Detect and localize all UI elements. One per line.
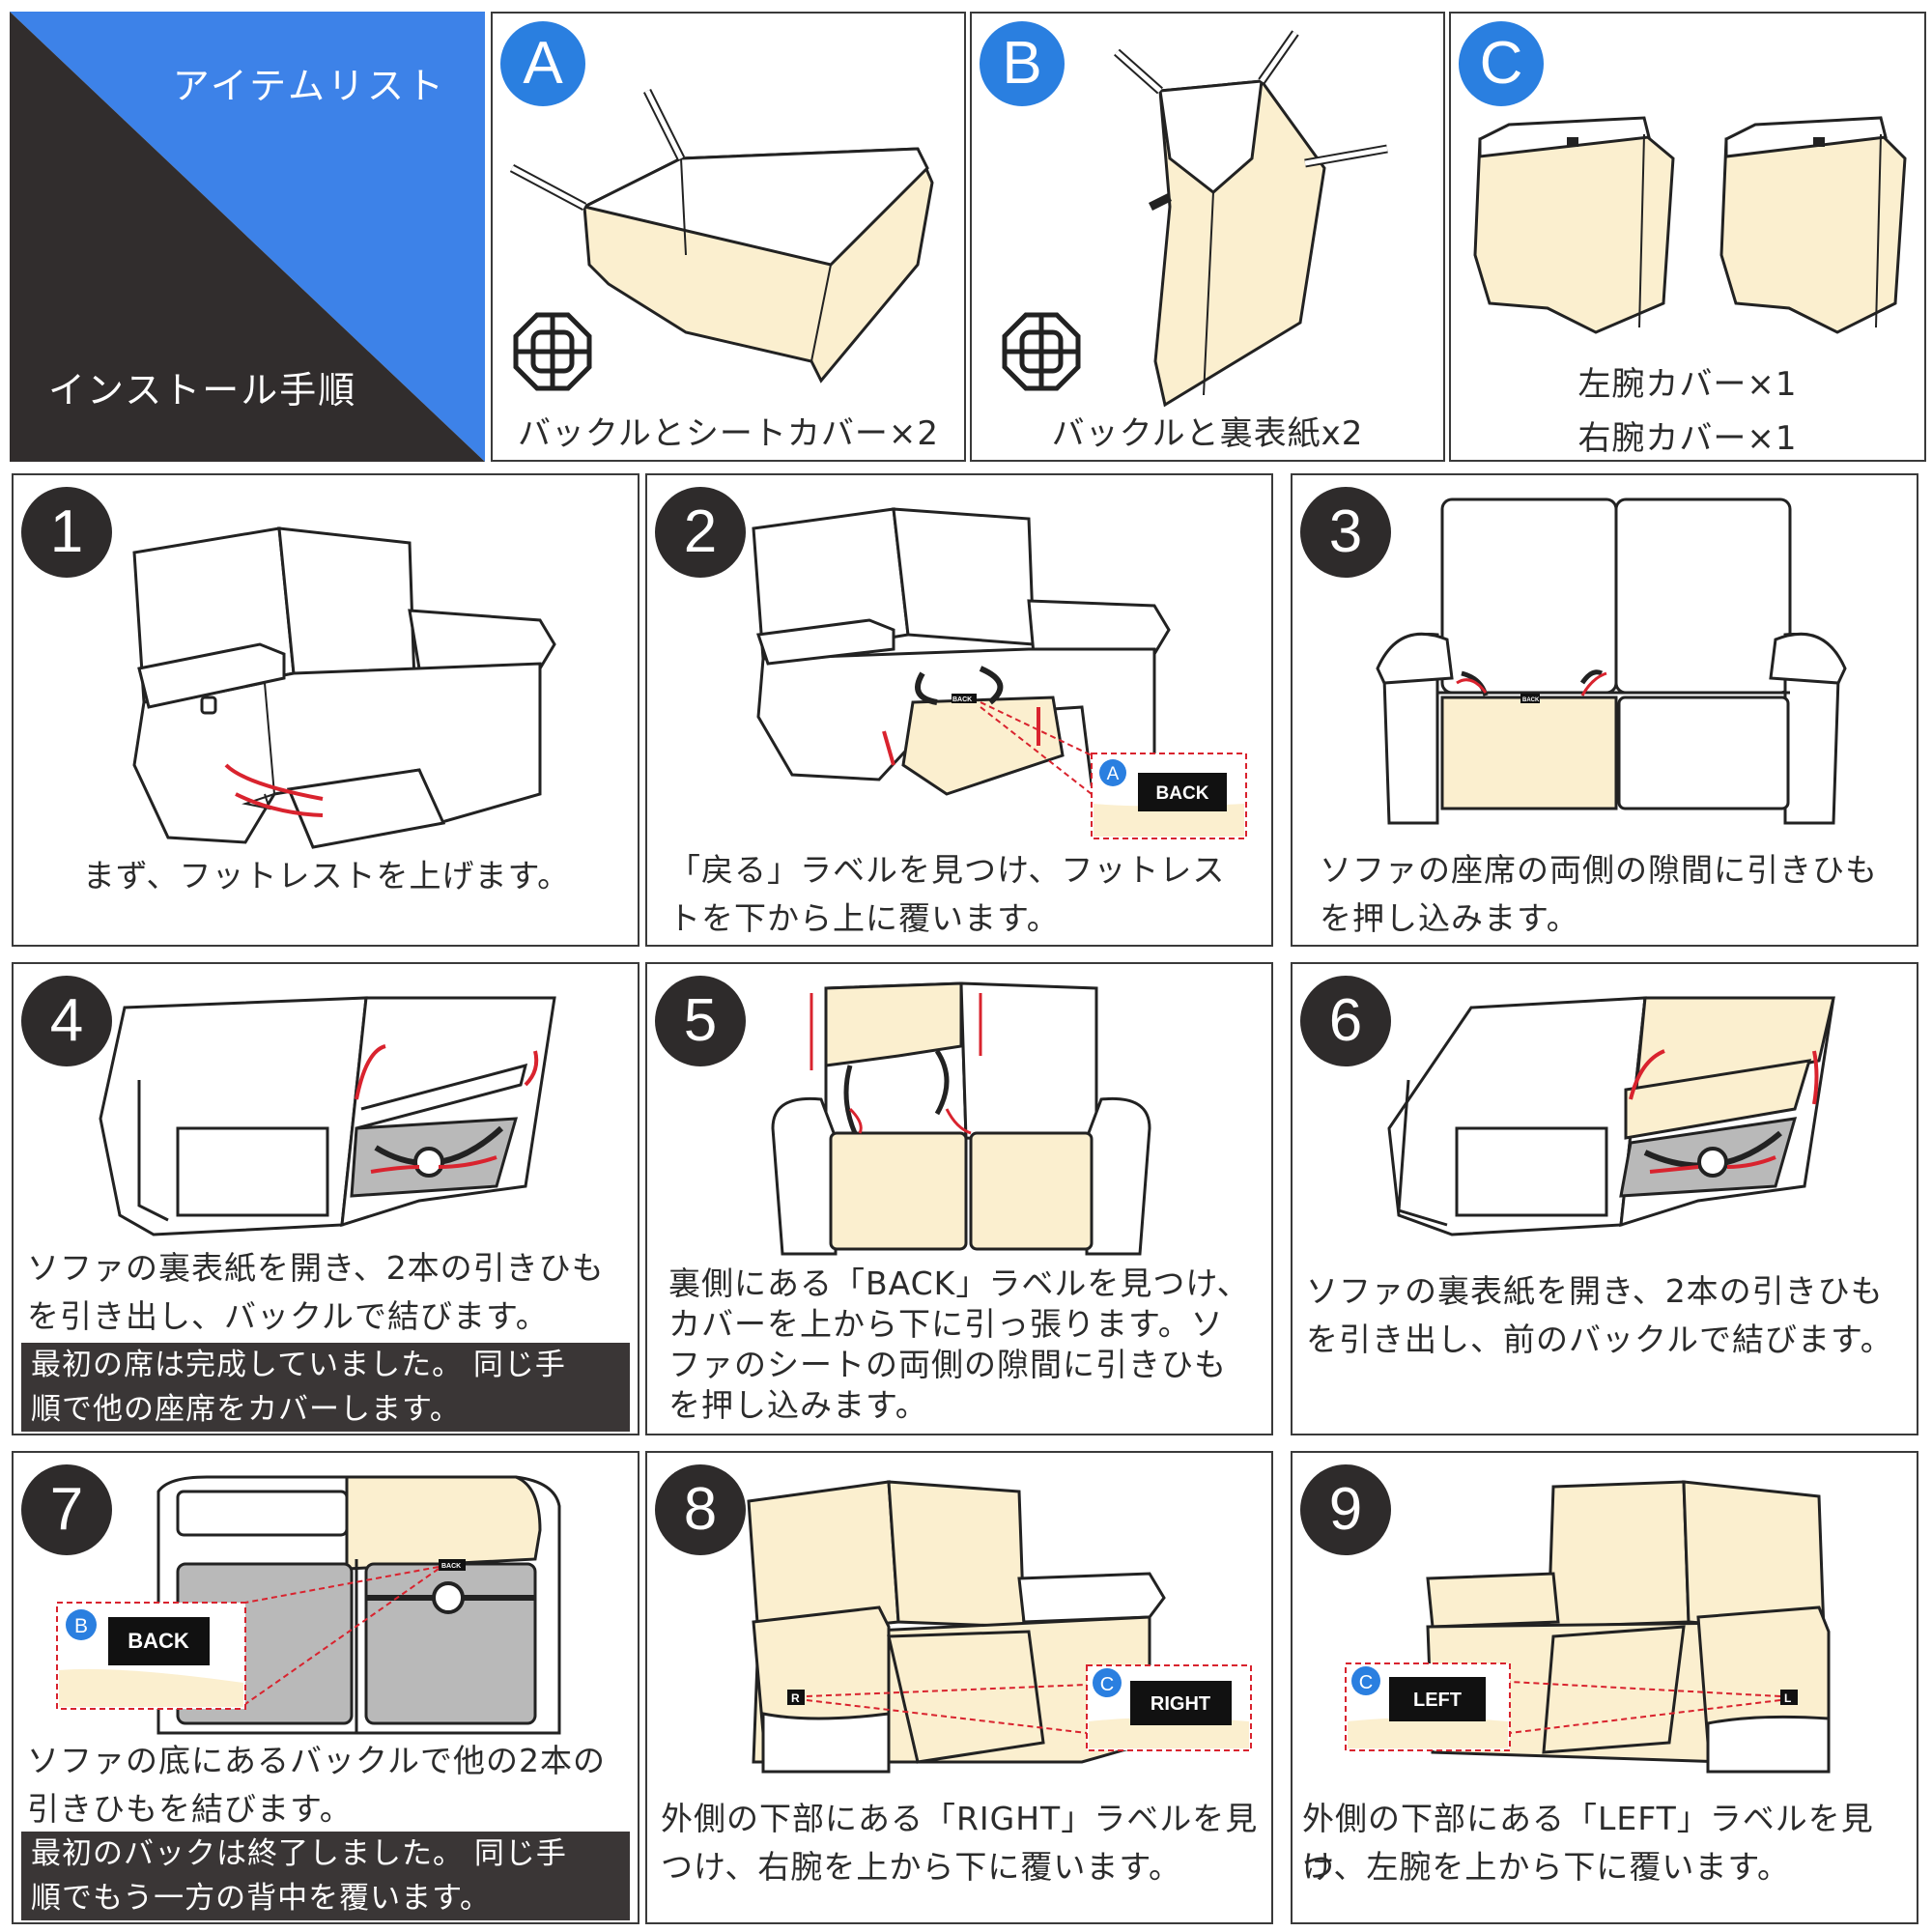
step-number: 5: [655, 976, 746, 1066]
sofa-footrest-cover-illustration: BACK A BACK: [752, 507, 1247, 839]
item-card-b: B バックルと裏表紙x2: [970, 12, 1445, 462]
step-text-5-line1: 裏側にある「BACK」ラベルを見つけ、: [668, 1264, 1250, 1302]
right-label-callout: RIGHT: [1151, 1693, 1210, 1715]
step-number: 7: [21, 1464, 112, 1555]
step-card-8: 8 R C RIGHT 外側の下部にある「RIGHT」ラベルを見 つけ、右腕を上…: [645, 1451, 1273, 1924]
item-card-c: C 左腕カバー×1 右腕カバー×1: [1449, 12, 1926, 462]
sofa-back-buckle-illustration: [99, 996, 556, 1236]
step-text-8-line2: つけ、右腕を上から下に覆います。: [661, 1848, 1182, 1886]
step-text-8-line1: 外側の下部にある「RIGHT」ラベルを見: [661, 1800, 1259, 1837]
header-panel: アイテムリスト インストール手順: [10, 12, 485, 462]
step-number: 1: [21, 487, 112, 578]
step-card-7: 7 BACK B BACK ソファの底にあるバックルで他の2本の 引きひもを結び…: [12, 1451, 639, 1924]
sofa-back-cover-pull-illustration: [771, 981, 1151, 1256]
buckle-icon: [1002, 312, 1081, 391]
back-label-callout: BACK: [128, 1629, 189, 1653]
sofa-back-second-buckle-illustration: [1387, 996, 1835, 1236]
item-list-title: アイテムリスト: [172, 65, 446, 107]
step-text-4-line2: を引き出し、バックルで結びます。: [27, 1297, 549, 1335]
svg-text:C: C: [1359, 1672, 1373, 1693]
step-card-9: 9 L C LEFT 外側の下部にある「LEFT」ラベルを見つ け、左腕を上から…: [1291, 1451, 1918, 1924]
seat-cover-illustration: [509, 88, 934, 384]
item-caption-a: バックルとシートカバー×2: [517, 414, 940, 453]
step-number: 8: [655, 1464, 746, 1555]
step-text-5-line4: を押し込みます。: [668, 1386, 928, 1424]
svg-text:BACK: BACK: [441, 1563, 461, 1570]
item-letter-badge: C: [1459, 21, 1544, 106]
step-number: 4: [21, 976, 112, 1066]
step-card-5: 5 裏側にある「BACK」ラベルを見つけ、 カバーを上から下に引っ張ります。ソ …: [645, 962, 1273, 1435]
svg-text:R: R: [791, 1691, 800, 1705]
step-text-9-line1: 外側の下部にある「LEFT」ラベルを見つ: [1302, 1800, 1874, 1886]
step-number: 6: [1300, 976, 1391, 1066]
step-note-4: 最初の席は完成していました。 同じ手 順で他の座席をカバーします。: [21, 1343, 630, 1432]
step-card-3: 3 BACK ソファの座席の両側の隙間に引きひも を押し込みます。: [1291, 473, 1918, 947]
step-text-3-line2: を押し込みます。: [1320, 899, 1579, 937]
step-card-1: 1 まず、フットレストを上げます。: [12, 473, 639, 947]
step-text-3-line1: ソファの座席の両側の隙間に引きひも: [1320, 851, 1878, 889]
callout-badge-b: [66, 1609, 97, 1640]
tag-back-small: BACK: [952, 696, 972, 703]
sofa-right-arm-illustration: R C RIGHT: [747, 1480, 1252, 1774]
svg-text:L: L: [1784, 1691, 1791, 1705]
step-text-5-line2: カバーを上から下に引っ張ります。ソ: [668, 1305, 1224, 1343]
item-letter-badge: B: [980, 21, 1065, 106]
step-card-4: 4 ソファの裏表紙を開き、2本の引きひも を引き出し、バックルで結びます。 最初…: [12, 962, 639, 1435]
step-text-2-line2: トを下から上に覆います。: [668, 899, 1060, 937]
callout-badge-c: [1351, 1666, 1380, 1695]
install-steps-title: インストール手順: [48, 369, 357, 412]
svg-text:C: C: [1100, 1674, 1114, 1695]
step-number: 9: [1300, 1464, 1391, 1555]
step-text-7-line1: ソファの底にあるバックルで他の2本の: [27, 1742, 607, 1779]
item-card-a: A バックルとシートカバー×2: [491, 12, 966, 462]
svg-text:A: A: [1107, 764, 1120, 784]
sofa-left-arm-illustration: L C LEFT: [1345, 1480, 1831, 1774]
back-label-callout: BACK: [1156, 783, 1209, 804]
sofa-footrest-illustration: [132, 526, 556, 849]
sofa-front-gaps-illustration: BACK: [1376, 497, 1847, 825]
item-caption-c-line1: 左腕カバー×1: [1577, 365, 1798, 404]
step-text-6-line1: ソファの裏表紙を開き、2本の引きひも: [1306, 1272, 1884, 1310]
svg-text:BACK: BACK: [1522, 697, 1540, 703]
step-text-7-line2: 引きひもを結びます。: [27, 1790, 353, 1828]
step-card-6: 6 ソファの裏表紙を開き、2本の引きひも を引き出し、前のバックルで結びます。: [1291, 962, 1918, 1435]
step-text-1: まず、フットレストを上げます。: [82, 857, 571, 895]
step-number: 2: [655, 487, 746, 578]
svg-text:B: B: [74, 1615, 88, 1637]
back-cover-illustration: [1114, 30, 1388, 408]
header-diagonal-graphic: [10, 12, 485, 462]
step-text-5-line3: ファのシートの両側の隙間に引きひも: [668, 1346, 1227, 1383]
step-number: 3: [1300, 487, 1391, 578]
buckle-icon: [513, 312, 592, 391]
step-text-6-line2: を引き出し、前のバックルで結びます。: [1306, 1321, 1893, 1358]
callout-badge-a: [1099, 759, 1126, 786]
step-text-4-line1: ソファの裏表紙を開き、2本の引きひも: [27, 1249, 605, 1287]
item-letter-badge: A: [500, 21, 585, 106]
step-card-2: 2 BACK A BACK 「戻る」ラベルを見つけ、フットレス トを下から上に覆…: [645, 473, 1273, 947]
step-note-7: 最初のバックは終了しました。 同じ手 順でもう一方の背中を覆います。: [21, 1832, 630, 1920]
callout-badge-c: [1093, 1668, 1122, 1697]
step-text-9-line2: け、左腕を上から下に覆います。: [1302, 1848, 1791, 1886]
left-label-callout: LEFT: [1413, 1690, 1462, 1711]
sofa-bottom-buckle-illustration: BACK B BACK: [56, 1475, 561, 1735]
item-caption-c-line2: 右腕カバー×1: [1577, 419, 1798, 458]
arm-covers-illustration: [1473, 116, 1907, 334]
step-text-2-line1: 「戻る」ラベルを見つけ、フットレス: [668, 851, 1226, 889]
item-caption-b: バックルと裏表紙x2: [1051, 414, 1364, 453]
